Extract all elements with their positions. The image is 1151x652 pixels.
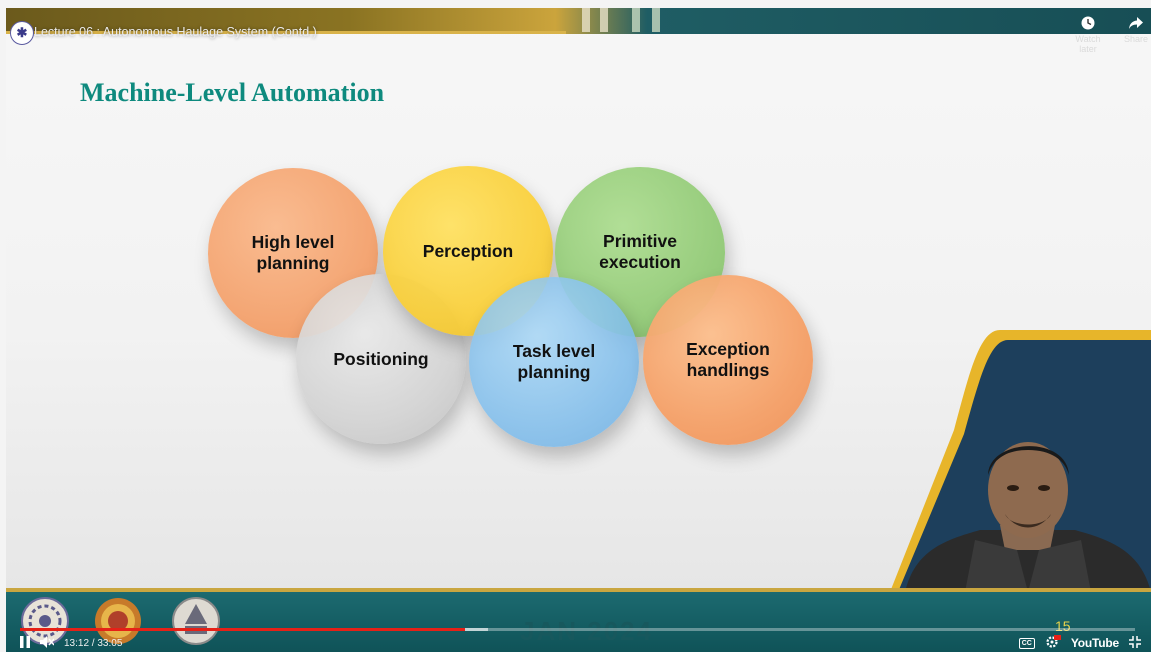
circle-label: Primitive execution: [599, 231, 681, 272]
watch-later-button[interactable]: Watch later: [1068, 16, 1108, 54]
share-button[interactable]: Share: [1116, 16, 1151, 44]
footer-date-text: JAN 2024: [520, 616, 654, 646]
time-display: 13:12 / 33:05: [64, 637, 123, 649]
pause-icon[interactable]: [20, 635, 30, 651]
video-title[interactable]: Lecture 06 : Autonomous Haulage System (…: [34, 25, 317, 39]
clock-icon: [1068, 16, 1108, 34]
institute-emblem-icon: [172, 597, 220, 645]
header-stripe: [632, 8, 640, 32]
circle-label: Exception handlings: [686, 339, 770, 380]
circle-high-level-planning: High level planning: [208, 168, 378, 338]
slide-number: 15: [1055, 618, 1071, 634]
played-bar[interactable]: [20, 628, 465, 631]
iit-logo-icon: [21, 597, 69, 645]
left-controls: 13:12 / 33:05: [20, 634, 122, 652]
header-stripe: [652, 8, 660, 32]
circle-label: High level planning: [251, 232, 335, 273]
mute-icon[interactable]: [40, 635, 55, 651]
circle-label: Perception: [422, 240, 514, 261]
circle-label: Task level planning: [512, 341, 596, 382]
slide-title: Machine-Level Automation: [80, 78, 385, 107]
fullscreen-exit-icon[interactable]: [1129, 635, 1141, 651]
progress-bar[interactable]: [20, 628, 1135, 631]
header-stripe: [582, 8, 590, 32]
settings-hd-icon[interactable]: [1045, 634, 1061, 652]
watch-later-label: Watch later: [1075, 34, 1101, 54]
slide-header-strip: [6, 8, 1151, 34]
share-label: Share: [1123, 34, 1149, 44]
slide-header-gold-line: [6, 31, 566, 34]
circle-task-level-planning: Task level planning: [469, 277, 639, 447]
youtube-logo[interactable]: YouTube: [1070, 636, 1119, 650]
cc-icon[interactable]: CC: [1018, 637, 1035, 649]
header-stripe: [600, 8, 608, 32]
circle-exception-handlings: Exception handlings: [643, 275, 813, 445]
presenter-video: [905, 442, 1151, 592]
institute-seal-icon[interactable]: ✱: [10, 21, 34, 45]
circle-label: Positioning: [333, 348, 429, 369]
right-controls: CC YouTube: [1018, 634, 1141, 652]
share-arrow-icon: [1116, 16, 1151, 34]
